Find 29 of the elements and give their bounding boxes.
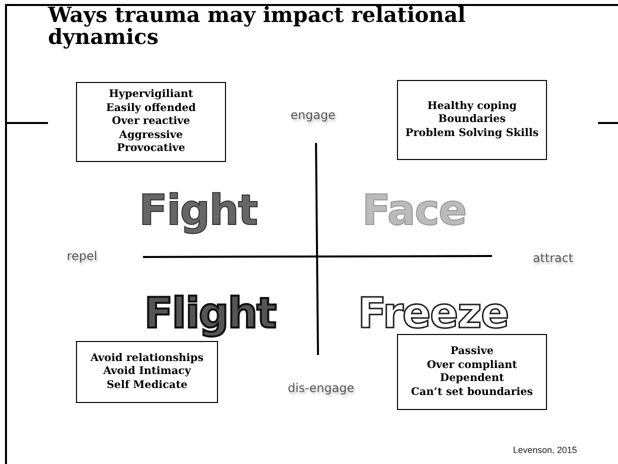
quadrant-label: Freeze — [358, 288, 508, 338]
axis-label: dis-engage — [288, 381, 354, 395]
axis-label: repel — [66, 249, 98, 263]
axis-label: engage — [290, 108, 336, 122]
list-item: Aggressive — [118, 128, 184, 142]
quadrant-label: Face — [362, 186, 466, 234]
text-box — [397, 334, 547, 410]
list-item: Self Medicate — [106, 378, 188, 392]
list-item: Problem Solving Skills — [404, 126, 540, 140]
source-note: Levenson, 2015 — [512, 445, 578, 455]
quadrant-label: Flight — [144, 288, 276, 338]
text-box — [76, 341, 218, 403]
list-item: Boundaries — [437, 113, 507, 127]
slide-title: Ways trauma may impact relational dynamics — [48, 4, 467, 48]
list-item: Over reactive — [110, 115, 192, 129]
quadrant-label: Fight — [138, 186, 258, 234]
list-item: Passive — [449, 345, 494, 358]
list-item: Avoid Intimacy — [102, 365, 192, 379]
list-item: Easily offended — [105, 102, 197, 116]
list-item: Over compliant — [426, 358, 518, 372]
list-item: Can’t set boundaries — [410, 386, 534, 399]
list-item: Hypervigiliant — [108, 88, 194, 102]
list-item: Dependent — [439, 372, 505, 386]
list-item: Avoid relationships — [89, 352, 205, 366]
text-box — [397, 80, 547, 160]
list-item: Healthy coping — [426, 100, 518, 114]
text-box — [76, 82, 226, 162]
axis-label: attract — [532, 251, 574, 265]
list-item: Provocative — [116, 142, 186, 156]
